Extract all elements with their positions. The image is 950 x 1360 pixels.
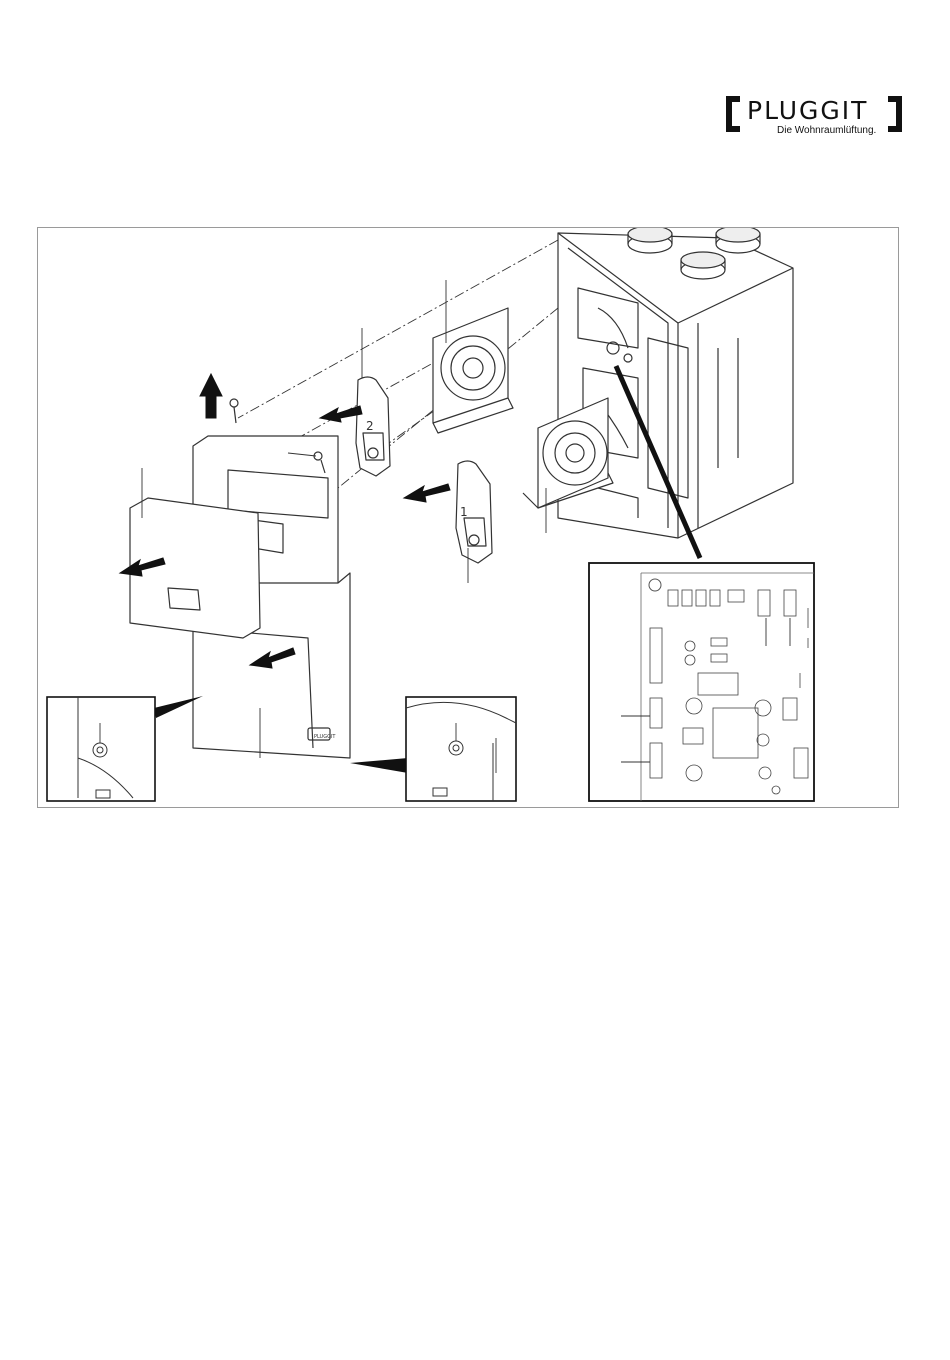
assembly-figure: 2 1 PLUGGIT bbox=[37, 227, 899, 808]
logo-wordmark: PLUGGIT bbox=[747, 98, 868, 123]
ventilation-unit-housing bbox=[558, 228, 793, 538]
detail-pointer-right bbox=[350, 758, 408, 773]
arrow-left-icon bbox=[404, 484, 450, 502]
brand-logo: PLUGGIT Die Wohnraumlüftung. bbox=[724, 92, 904, 138]
logo-tagline: Die Wohnraumlüftung. bbox=[777, 125, 876, 136]
screw-top bbox=[230, 399, 238, 423]
panel-brand-mark: PLUGGIT bbox=[314, 734, 336, 740]
upper-fan bbox=[433, 308, 513, 433]
arrow-up-icon bbox=[200, 374, 222, 418]
arrow-left-icon bbox=[320, 406, 362, 422]
detail-inset-left bbox=[47, 697, 155, 801]
exploded-view-diagram: 2 1 PLUGGIT bbox=[38, 228, 900, 809]
part-label-2: 2 bbox=[366, 419, 374, 433]
part-label-1: 1 bbox=[460, 505, 468, 519]
detail-inset-right bbox=[406, 697, 516, 801]
pcb-detail-inset bbox=[589, 563, 814, 801]
